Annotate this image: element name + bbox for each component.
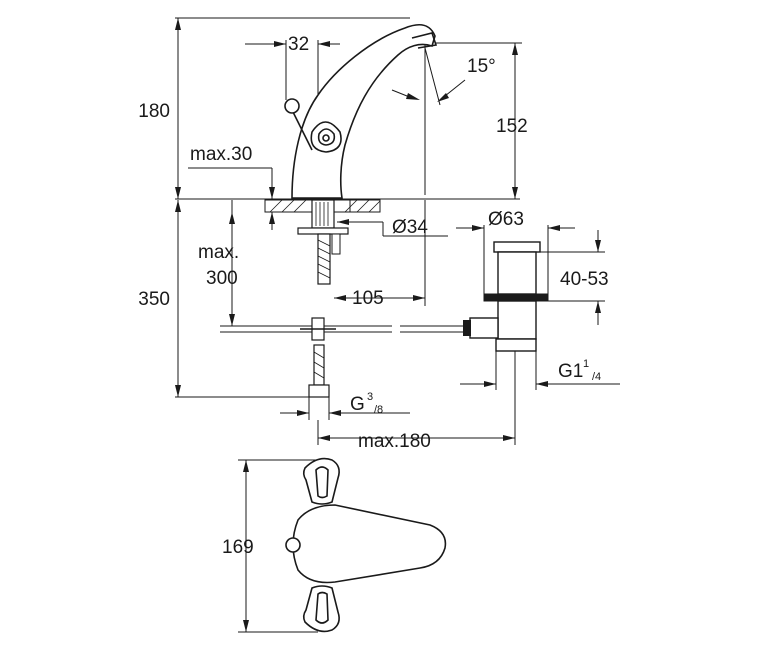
dim-105: 105 xyxy=(352,288,384,309)
spout-body xyxy=(291,23,436,199)
spout-tip xyxy=(411,32,438,49)
svg-text:/8: /8 xyxy=(374,404,383,416)
top-handle-upper xyxy=(302,457,340,505)
faucet-side-view xyxy=(284,23,438,199)
shutoff-valve xyxy=(220,317,465,398)
dim-g1-1-4: G1 1 /4 xyxy=(558,358,601,383)
handle-screw xyxy=(322,134,330,142)
faucet-top-view xyxy=(238,457,447,633)
dim-180: 180 xyxy=(138,101,170,122)
svg-text:3: 3 xyxy=(367,391,373,403)
svg-text:G1: G1 xyxy=(558,361,583,382)
top-body xyxy=(292,504,447,584)
top-handle-lower xyxy=(302,585,340,633)
dim-g-3-8: G 3 /8 xyxy=(350,391,383,416)
lever-rod xyxy=(292,111,313,151)
dim-diameter-63: Ø63 xyxy=(488,209,524,230)
mounting-shank xyxy=(297,199,349,285)
svg-text:1: 1 xyxy=(583,358,589,370)
dim-32: 32 xyxy=(288,34,309,55)
dimension-labels: 180 32 15° 152 max.30 Ø34 Ø63 max. 300 3… xyxy=(138,34,608,558)
countertop xyxy=(175,198,520,213)
dim-15-degrees: 15° xyxy=(467,56,496,77)
dim-152: 152 xyxy=(496,116,528,137)
svg-text:G: G xyxy=(350,394,365,415)
handle-boss-inner xyxy=(317,128,336,146)
dim-350: 350 xyxy=(138,289,170,310)
dimension-lines xyxy=(175,17,620,445)
dim-max180: max.180 xyxy=(358,431,431,452)
pop-up-waste xyxy=(463,241,549,352)
dim-169: 169 xyxy=(222,537,254,558)
dim-40-53: 40-53 xyxy=(560,269,609,290)
dim-max300-line1: max. xyxy=(198,242,239,263)
lever-knob xyxy=(284,98,300,114)
dim-diameter-34: Ø34 xyxy=(392,217,428,238)
top-lever-knob xyxy=(285,537,301,553)
dim-max30: max.30 xyxy=(190,144,252,165)
dim-max300-line2: 300 xyxy=(206,268,238,289)
svg-text:/4: /4 xyxy=(592,371,601,383)
